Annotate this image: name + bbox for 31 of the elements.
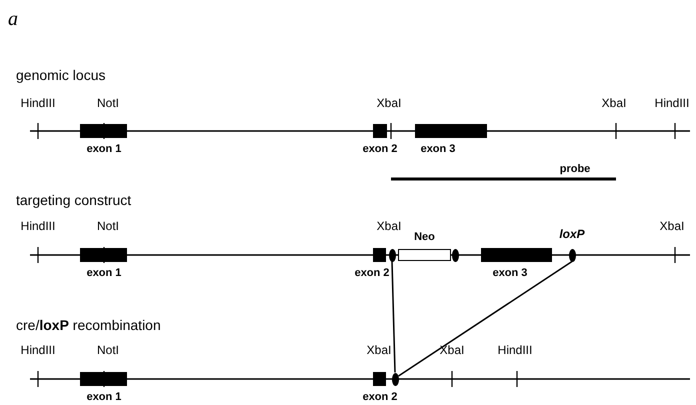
restriction-site-label: HindIII xyxy=(20,96,56,110)
restriction-site-label: XbaI xyxy=(376,219,402,233)
restriction-site-label: XbaI xyxy=(376,96,402,110)
restriction-site-label: HindIII xyxy=(20,219,56,233)
restriction-site-label: XbaI xyxy=(602,96,626,110)
probe-label: probe xyxy=(560,162,590,176)
exon-label: exon 1 xyxy=(86,142,122,156)
restriction-site-label: HindIII xyxy=(498,343,532,357)
restriction-site-label: HindIII xyxy=(20,343,56,357)
restriction-site-label: XbaI xyxy=(366,343,392,357)
restriction-site-label: XbaI xyxy=(440,343,464,357)
section-heading: cre/loxP recombination xyxy=(16,318,161,332)
exon-label: exon 2 xyxy=(362,390,398,404)
panel-letter: a xyxy=(8,8,18,30)
cassette-label: Neo xyxy=(414,230,435,244)
exon-label: exon 2 xyxy=(354,266,390,280)
exon-label: exon 3 xyxy=(420,142,456,156)
exon-label: exon 2 xyxy=(362,142,398,156)
recombination-line xyxy=(391,261,396,373)
exon-label: exon 1 xyxy=(86,390,122,404)
restriction-site-label: NotI xyxy=(97,219,119,233)
restriction-site-label: NotI xyxy=(97,343,119,357)
recombination-line xyxy=(398,260,572,377)
exon-label: exon 1 xyxy=(86,266,122,280)
exon-label: exon 3 xyxy=(492,266,528,280)
restriction-site-label: NotI xyxy=(97,96,119,110)
section-heading: targeting construct xyxy=(16,193,132,207)
section-heading: genomic locus xyxy=(16,68,106,82)
restriction-site-label: XbaI xyxy=(660,219,684,233)
restriction-site-label: HindIII xyxy=(654,96,690,110)
site-label: loxP xyxy=(559,226,585,240)
